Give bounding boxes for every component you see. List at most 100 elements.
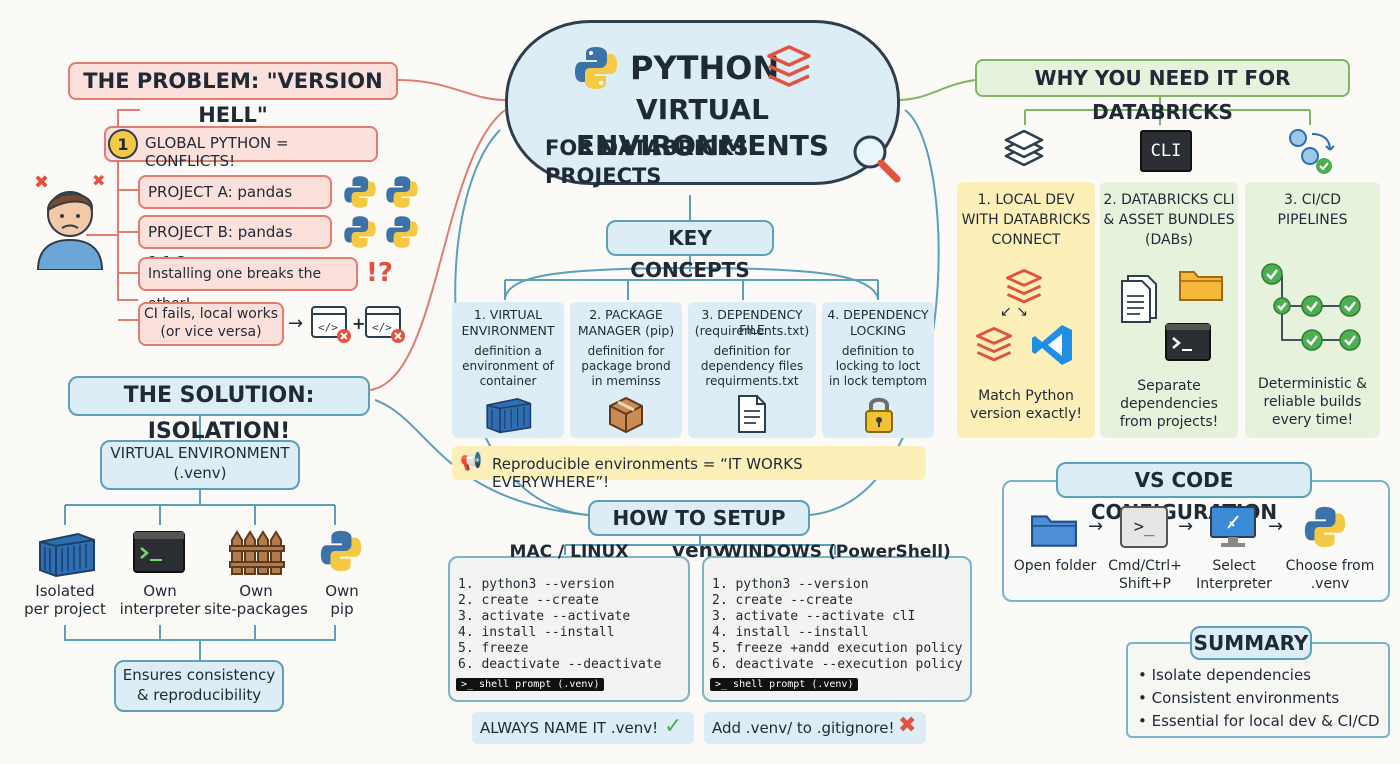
summary-heading: SUMMARY xyxy=(1190,626,1312,660)
lock-icon xyxy=(865,397,893,433)
package-box-icon xyxy=(609,396,643,434)
win-line-1: 1. python3 --version xyxy=(712,577,869,592)
ci-fails-item xyxy=(138,302,284,346)
venv-line2: (.venv) xyxy=(173,464,227,482)
why-col-1-body1: Match Python xyxy=(978,388,1074,404)
databricks-logo-icon xyxy=(767,45,811,87)
summary-item-2: • Consistent environments xyxy=(1138,689,1340,707)
solution-item-4-line1: Own xyxy=(325,582,359,600)
magnifier-icon xyxy=(853,135,901,183)
always-name-text: ALWAYS NAME IT .venv! xyxy=(480,719,659,737)
concept-4-desc2: locking to loct xyxy=(835,359,921,373)
always-name-box xyxy=(472,712,694,744)
interrobang-mark: !? xyxy=(366,258,393,288)
concept-1-desc3: container xyxy=(479,374,537,388)
solution-item-3-line1: Own xyxy=(239,582,273,600)
pipeline-checks-icon xyxy=(1261,263,1361,351)
solution-item-3-line2: site-packages xyxy=(204,600,308,618)
gears-cycle-icon xyxy=(1289,129,1335,174)
code-window-error-icon: </> xyxy=(311,306,351,343)
terminal-glyph: >_ xyxy=(1133,517,1155,537)
concept-1-title1: 1. VIRTUAL xyxy=(473,307,543,322)
number-badge: 1 xyxy=(108,129,138,159)
win-line-6: 6. deactivate --execution policy xyxy=(712,657,963,672)
container-icon xyxy=(486,397,532,434)
why-col-2-title2: & ASSET BUNDLES xyxy=(1103,212,1235,228)
summary-item-3: • Essential for local dev & CI/CD xyxy=(1138,712,1380,730)
svg-text:</>: </> xyxy=(372,321,392,334)
win-shell-prompt: >_ shell prompt (.venv) xyxy=(710,678,859,691)
why-col-2-body3: from projects! xyxy=(1119,414,1219,430)
key-concepts-heading: KEY CONCEPTS xyxy=(606,220,774,282)
title-bubble xyxy=(505,20,900,185)
arrow-icon: → xyxy=(288,313,304,334)
project-a-item: PROJECT A: pandas 1.5.3 xyxy=(138,175,332,231)
why-heading: WHY YOU NEED IT FOR DATABRICKS xyxy=(975,59,1350,124)
cli-icon: CLI xyxy=(1140,130,1192,172)
title-line2: VIRTUAL ENVIRONMENTS xyxy=(575,93,830,162)
concept-3-desc1: definition for xyxy=(713,344,791,358)
concept-3-title1: 3. DEPENDENCY FILE xyxy=(701,307,803,337)
why-col-1-title1: 1. LOCAL DEV xyxy=(977,192,1075,208)
concept-4-desc3: in lock temptom xyxy=(829,374,927,388)
ensures-box xyxy=(114,660,284,712)
windows-title: WINDOWS (PowerShell) xyxy=(723,542,951,562)
concept-4-desc1: definition to xyxy=(841,344,915,358)
python-logo-icon xyxy=(344,216,376,248)
python-logo-icon xyxy=(386,176,418,208)
reproducible-text: Reproducible environments = “IT WORKS EV… xyxy=(492,455,803,491)
databricks-logo-icon xyxy=(976,327,1012,362)
reproducible-banner xyxy=(452,446,926,480)
why-col-3-body2: reliable builds xyxy=(1263,394,1362,410)
cli-label: CLI xyxy=(1150,141,1182,161)
why-col-1-body2: version exactly! xyxy=(970,406,1082,422)
solution-item-2-line1: Own xyxy=(143,582,177,600)
ci-fails-line1: CI fails, local works xyxy=(143,306,279,322)
terminal-icon xyxy=(1165,323,1211,361)
concept-2-desc3: in meminss xyxy=(591,374,661,388)
megaphone-icon: 📢 xyxy=(460,451,483,472)
why-col-2-title1: 2. DATABRICKS CLI xyxy=(1103,192,1235,208)
windows-card xyxy=(702,556,972,702)
why-col-3-title2: PIPELINES xyxy=(1277,212,1348,228)
vscode-step-4-line1: Choose from xyxy=(1285,558,1375,574)
vscode-step-3-line2: Interpreter xyxy=(1196,576,1272,592)
python-logo-icon xyxy=(1304,506,1346,548)
svg-text:✖: ✖ xyxy=(92,171,105,190)
vscode-step-3-line1: Select xyxy=(1212,558,1256,574)
win-line-5: 5. freeze +andd execution policy xyxy=(712,641,963,656)
layers-icon xyxy=(1004,129,1044,167)
cross-icon: ✖ xyxy=(898,713,917,738)
solution-item-2-line2: interpreter xyxy=(119,600,201,618)
concept-2-title1: 2. PACKAGE xyxy=(589,307,663,322)
document-icon xyxy=(738,395,766,433)
title-line3: FOR DATABRICKS PROJECTS xyxy=(545,136,749,188)
mac-line-1: 1. python3 --version xyxy=(458,577,615,592)
summary-item-1: • Isolate dependencies xyxy=(1138,666,1311,684)
vscode-icon xyxy=(1032,325,1072,365)
arrow-icon: → xyxy=(1088,516,1104,537)
checkmark-icon: ✓ xyxy=(664,714,683,739)
why-col-3-title1: 3. CI/CD xyxy=(1284,192,1341,208)
concept-4-title2: LOCKING xyxy=(849,323,906,338)
mac-line-3: 3. activate --activate xyxy=(458,609,631,624)
concept-2-desc1: definition for xyxy=(587,344,665,358)
concept-1-desc2: environment of xyxy=(462,359,554,373)
vscode-step-1-line1: Open folder xyxy=(1013,558,1097,574)
fence-icon xyxy=(229,530,285,575)
ensures-line1: Ensures consistency xyxy=(122,666,276,684)
mac-line-5: 5. freeze xyxy=(458,641,529,656)
arrow-icon: → xyxy=(1178,516,1194,537)
solution-item-1-line2: per project xyxy=(24,600,106,618)
vscode-config-heading: VS CODE CONFIGURATION xyxy=(1056,462,1312,524)
folder-icon xyxy=(1031,515,1077,547)
mac-shell-prompt: >_ shell prompt (.venv) xyxy=(456,678,605,691)
code-window-error-icon: </> xyxy=(365,306,405,343)
python-logo-icon xyxy=(320,530,362,572)
win-line-2: 2. create --create xyxy=(712,593,853,608)
why-col-2-body2: dependencies xyxy=(1120,396,1218,412)
concept-2-title2: MANAGER (pip) xyxy=(577,323,675,338)
mac-linux-card xyxy=(448,556,690,702)
arrow-icon: → xyxy=(1268,516,1284,537)
